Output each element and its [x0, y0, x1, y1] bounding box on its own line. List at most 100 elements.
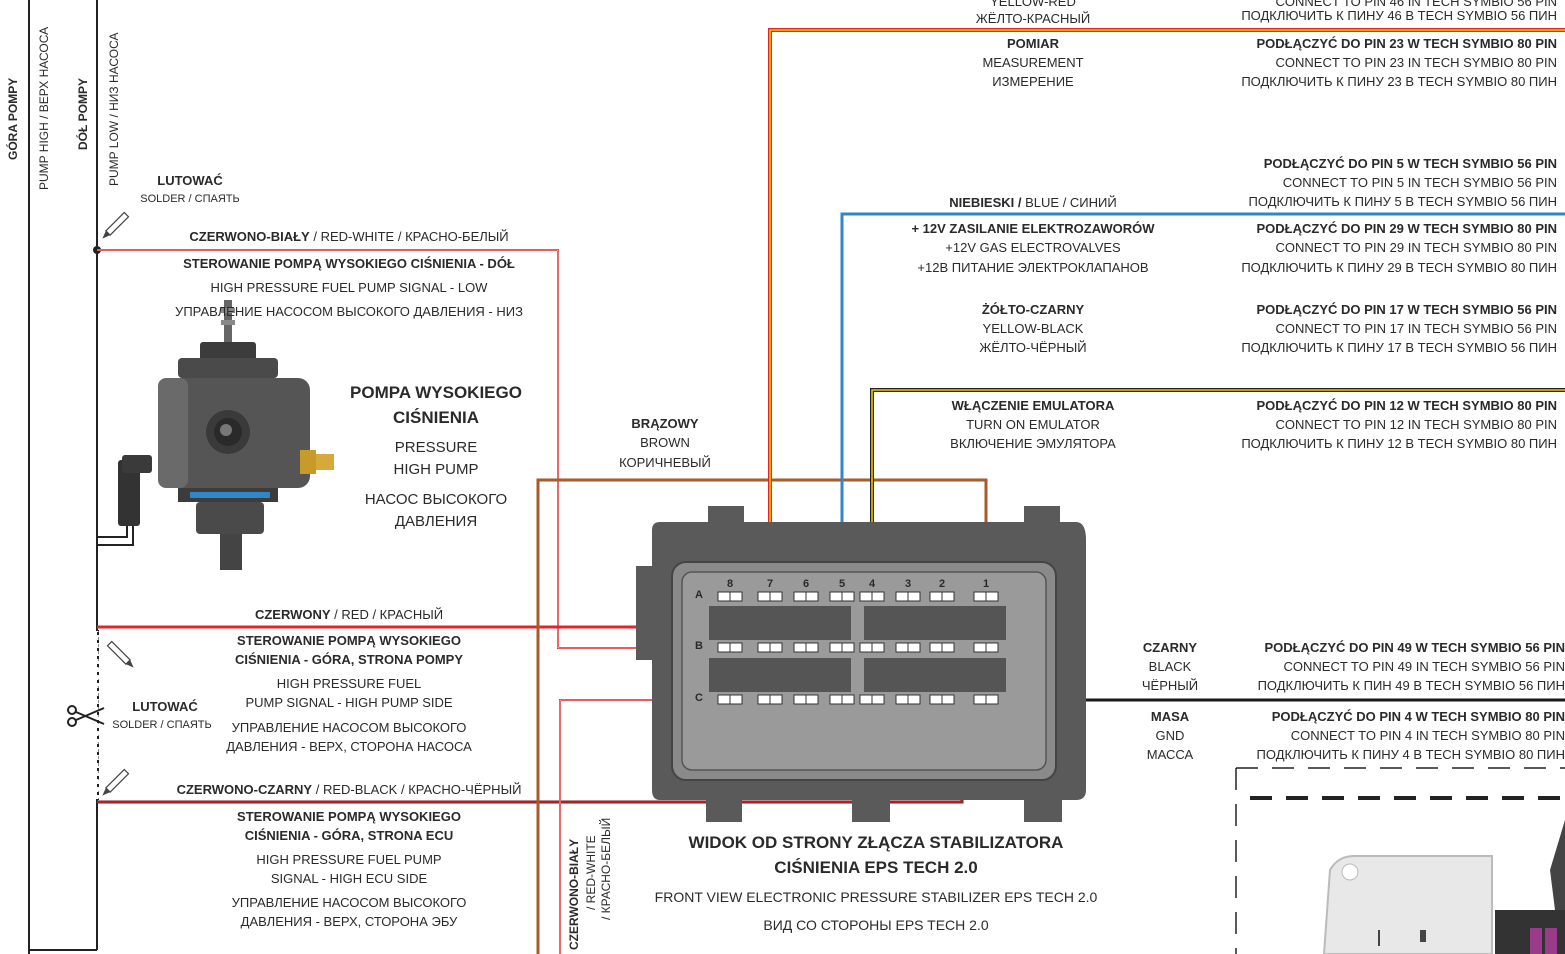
label-red: CZERWONY / RED / КРАСНЫЙ — [255, 605, 443, 624]
red-pl: CZERWONY — [254, 607, 331, 622]
label-yellow-red-partial: YELLOW-RED — [990, 0, 1076, 9]
red-rest: / RED / КРАСНЫЙ — [330, 607, 444, 622]
pin-number: 2 — [938, 578, 946, 590]
rw-pl: CZERWONO-BIAŁY — [189, 229, 310, 244]
label-gnd-en: GND — [1155, 728, 1185, 743]
label-he-pl-1: STEROWANIE POMPĄ WYSOKIEGO — [237, 809, 461, 824]
wire-pump-black-2 — [97, 525, 134, 546]
label-pin29-ru: ПОДКЛЮЧИТЬ К ПИНУ 29 В TECH SYMBIO 80 ПИ… — [1241, 260, 1557, 275]
rw-rest: / RED-WHITE / КРАСНО-БЕЛЫЙ — [309, 229, 509, 244]
solder-pen-icon — [102, 211, 130, 239]
label-he-ru-2: ДАВЛЕНИЯ - ВЕРХ, СТОРОНА ЭБУ — [240, 914, 458, 929]
caption-ru: ВИД СО СТОРОНЫ EPS TECH 2.0 — [763, 917, 989, 933]
label-emu-en: TURN ON EMULATOR — [966, 417, 1100, 432]
label-hp-en-2: PUMP SIGNAL - HIGH PUMP SIDE — [245, 695, 453, 710]
gora-pl: GÓRA POMPY — [6, 77, 20, 160]
label-pin49-ru: ПОДКЛЮЧИТЬ К ПИН 49 В TECH SYMBIO 56 ПИН — [1257, 678, 1565, 693]
label-dol-pompy: DÓŁ POMPY — [76, 78, 91, 150]
label-pin5-en: CONNECT TO PIN 5 IN TECH SYMBIO 56 PIN — [1282, 175, 1557, 190]
label-yb-pl: ŻÓŁTO-CZARNY — [981, 302, 1085, 317]
label-pin49-en: CONNECT TO PIN 49 IN TECH SYMBIO 56 PIN — [1283, 659, 1565, 674]
label-pin4-en: CONNECT TO PIN 4 IN TECH SYMBIO 80 PIN — [1290, 728, 1565, 743]
label-red-black: CZERWONO-CZARNY / RED-BLACK / КРАСНО-ЧЁР… — [177, 780, 522, 799]
label-gora-pompy: GÓRA POMPY — [6, 78, 21, 160]
pin-number: 4 — [868, 578, 876, 590]
label-low-en: HIGH PRESSURE FUEL PUMP SIGNAL - LOW — [210, 280, 488, 295]
label-rw2-ru: / КРАСНО-БЕЛЫЙ — [599, 818, 614, 920]
pin-number: 1 — [982, 578, 990, 590]
label-hp-pl-2: CIŚNIENIA - GÓRA, STRONA POMPY — [235, 652, 463, 667]
caption-title-2: CIŚNIENIA EPS TECH 2.0 — [774, 858, 978, 877]
scissors-icon — [67, 705, 105, 727]
label-pin5-pl: PODŁĄCZYĆ DO PIN 5 W TECH SYMBIO 56 PIN — [1263, 156, 1557, 171]
rw2-pl-text: CZERWONO-BIAŁY — [567, 838, 581, 950]
pump-ru-2: ДАВЛЕНИЯ — [394, 513, 478, 530]
rb-pl: CZERWONO-CZARNY — [176, 782, 313, 797]
pin-number: 6 — [802, 578, 810, 590]
label-pin12-en: CONNECT TO PIN 12 IN TECH SYMBIO 80 PIN — [1275, 417, 1558, 432]
label-gnd-ru: МАССА — [1146, 747, 1194, 762]
label-rw2-en: / RED-WHITE — [584, 835, 599, 910]
pump-en-2: HIGH PUMP — [393, 461, 479, 478]
dol-pl: DÓŁ POMPY — [76, 77, 90, 150]
label-yellow-red-ru: ЖЁЛТО-КРАСНЫЙ — [975, 11, 1091, 26]
label-low-pl: STEROWANIE POMPĄ WYSOKIEGO CIŚNIENIA - D… — [183, 256, 515, 271]
solder-pen-icon — [106, 640, 134, 668]
label-he-en-1: HIGH PRESSURE FUEL PUMP — [256, 852, 442, 867]
pin-number: 5 — [838, 578, 846, 590]
label-gnd-pl: MASA — [1150, 709, 1190, 724]
solder2-label: LUTOWAĆ — [132, 699, 198, 714]
rw2-ru-text: / КРАСНО-БЕЛЫЙ — [599, 817, 613, 920]
label-pomiar-ru: ИЗМЕРЕНИЕ — [992, 74, 1074, 89]
ecu-area — [1235, 767, 1565, 954]
label-dol-rest: PUMP LOW / НИЗ НАСОСА — [107, 32, 122, 186]
blue-color-rest: BLUE / СИНИЙ — [1021, 195, 1117, 210]
label-pin23-pl: PODŁĄCZYĆ DO PIN 23 W TECH SYMBIO 80 PIN — [1256, 36, 1558, 51]
label-pin29-pl: PODŁĄCZYĆ DO PIN 29 W TECH SYMBIO 80 PIN — [1256, 221, 1558, 236]
label-hp-ru-1: УПРАВЛЕНИЕ НАСОСОМ ВЫСОКОГО — [231, 720, 467, 735]
label-black-ru: ЧЁРНЫЙ — [1141, 678, 1199, 693]
label-pin17-en: CONNECT TO PIN 17 IN TECH SYMBIO 56 PIN — [1275, 321, 1558, 336]
label-pin23-en: CONNECT TO PIN 23 IN TECH SYMBIO 80 PIN — [1275, 55, 1558, 70]
label-he-en-2: SIGNAL - HIGH ECU SIDE — [270, 871, 428, 886]
solder-pen-icon — [102, 768, 130, 796]
label-pin17-ru: ПОДКЛЮЧИТЬ К ПИНУ 17 В TECH SYMBIO 56 ПИ… — [1241, 340, 1557, 355]
label-pin49-pl: PODŁĄCZYĆ DO PIN 49 W TECH SYMBIO 56 PIN — [1264, 640, 1565, 655]
label-he-ru-1: УПРАВЛЕНИЕ НАСОСОМ ВЫСОКОГО — [231, 895, 467, 910]
blue-color-pl: NIEBIESKI / — [949, 195, 1022, 210]
label-brown-en: BROWN — [640, 435, 690, 450]
label-emu-ru: ВКЛЮЧЕНИЕ ЭМУЛЯТОРА — [950, 436, 1116, 451]
label-low-ru: УПРАВЛЕНИЕ НАСОСОМ ВЫСОКОГО ДАВЛЕНИЯ - Н… — [175, 304, 523, 319]
label-pin4-ru: ПОДКЛЮЧИТЬ К ПИНУ 4 В TECH SYMBIO 80 ПИН — [1256, 747, 1565, 762]
label-pin12-pl: PODŁĄCZYĆ DO PIN 12 W TECH SYMBIO 80 PIN — [1256, 398, 1558, 413]
rw2-en-text: / RED-WHITE — [584, 835, 598, 910]
label-hp-en-1: HIGH PRESSURE FUEL — [276, 676, 422, 691]
caption-title-1: WIDOK OD STRONY ZŁĄCZA STABILIZATORA — [688, 833, 1064, 852]
label-pin46-ru: ПОДКЛЮЧИТЬ К ПИНУ 46 В TECH SYMBIO 56 ПИ… — [1241, 8, 1557, 23]
label-pin4-pl: PODŁĄCZYĆ DO PIN 4 W TECH SYMBIO 80 PIN — [1271, 709, 1565, 724]
label-blue-func-en: +12V GAS ELECTROVALVES — [945, 240, 1121, 255]
connector-housing — [636, 506, 1086, 822]
label-gora-rest: PUMP HIGH / ВЕРХ НАСОСА — [37, 27, 52, 190]
wire-yellow-red-inner — [769, 29, 1565, 597]
pump-en-1: PRESSURE — [394, 439, 478, 456]
wire-blue — [840, 212, 1565, 597]
label-rw2-pl: CZERWONO-BIAŁY — [567, 839, 582, 950]
pump-title-1: POMPA WYSOKIEGO — [350, 383, 522, 402]
label-hp-pl-1: STEROWANIE POMPĄ WYSOKIEGO — [237, 633, 461, 648]
wire-pump-black-1 — [97, 525, 128, 538]
label-yb-en: YELLOW-BLACK — [982, 321, 1084, 336]
label-pin23-ru: ПОДКЛЮЧИТЬ К ПИНУ 23 В TECH SYMBIO 80 ПИ… — [1241, 74, 1557, 89]
row-letter: C — [695, 692, 703, 704]
label-pomiar-en: MEASUREMENT — [982, 55, 1084, 70]
label-he-pl-2: CIŚNIENIA - GÓRA, STRONA ECU — [244, 828, 454, 843]
label-red-white: CZERWONO-BIAŁY / RED-WHITE / КРАСНО-БЕЛЫ… — [189, 227, 508, 246]
pin-number: 7 — [766, 578, 774, 590]
pump-illustration — [118, 300, 334, 570]
label-blue-func-ru: +12В ПИТАНИЕ ЭЛЕКТРОКЛАПАНОВ — [917, 260, 1149, 275]
pin-number: 8 — [726, 578, 734, 590]
caption-en: FRONT VIEW ELECTRONIC PRESSURE STABILIZE… — [654, 889, 1098, 905]
label-black-en: BLACK — [1148, 659, 1192, 674]
pin-number: 3 — [904, 578, 912, 590]
label-pin12-ru: ПОДКЛЮЧИТЬ К ПИНУ 12 В TECH SYMBIO 80 ПИ… — [1241, 436, 1557, 451]
